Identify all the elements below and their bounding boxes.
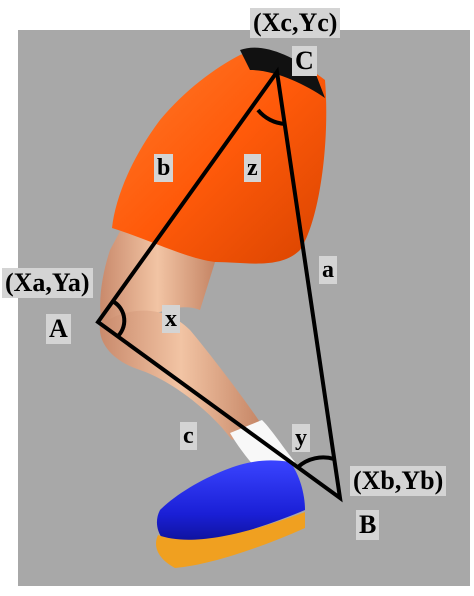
point-a-label: A [46, 314, 71, 344]
side-a-label: a [319, 256, 337, 284]
angle-arc-y [296, 455, 335, 469]
angle-arc-x [112, 300, 127, 339]
waistband [240, 47, 325, 98]
point-b-coordinate: (Xb,Yb) [350, 466, 447, 496]
side-c-label: c [180, 422, 197, 450]
shin [99, 310, 262, 440]
point-c-coordinate: (Xc,Yc) [250, 8, 341, 38]
angle-arc-z [256, 108, 286, 126]
triangle-abc [95, 66, 343, 503]
point-b-label: B [356, 510, 380, 540]
shoe-sole [155, 512, 305, 568]
angle-x-label: x [162, 305, 180, 333]
side-b-label: b [154, 154, 174, 182]
point-a-coordinate: (Xa,Ya) [2, 268, 93, 298]
shoe [156, 460, 305, 550]
angle-z-label: z [244, 154, 261, 182]
shorts [112, 51, 327, 264]
angle-y-label: y [292, 424, 310, 452]
point-c-label: C [292, 46, 317, 76]
